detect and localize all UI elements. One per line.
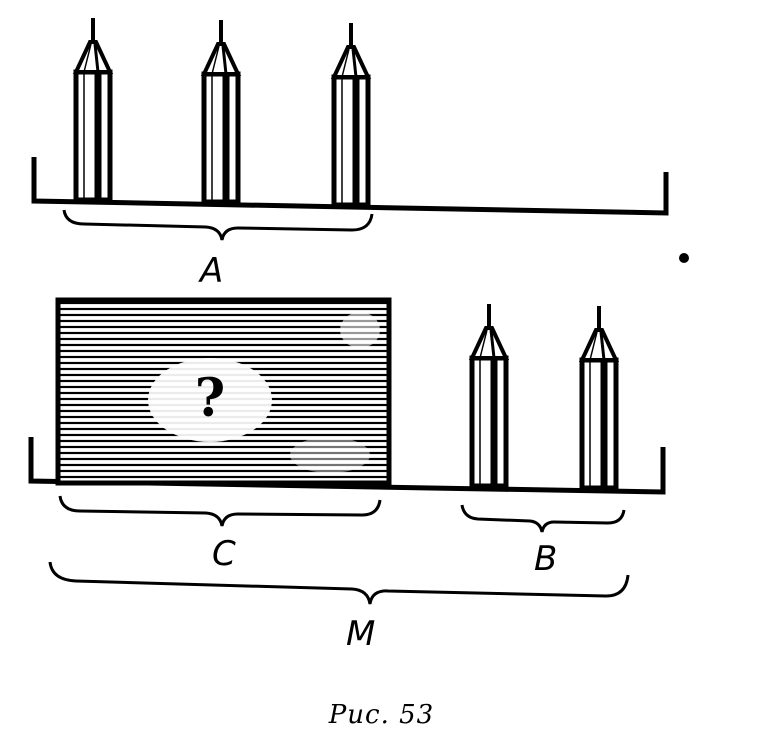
bottom-pencil-2 (582, 306, 616, 488)
unknown-mark: ? (195, 368, 225, 429)
label-b: B (534, 539, 557, 579)
hidden-box: ? (55, 297, 392, 486)
brace-m (48, 561, 630, 605)
figure-caption: Рис. 53 (328, 700, 435, 730)
brace-b (460, 504, 626, 533)
label-c: C (212, 534, 236, 574)
brace-a (62, 209, 374, 241)
brace-c (58, 495, 382, 527)
label-a: A (198, 251, 223, 291)
label-m: M (346, 614, 375, 654)
top-pencil-2 (204, 20, 238, 202)
bottom-shelf (28, 437, 666, 495)
top-pencil-3 (334, 23, 368, 205)
bottom-pencil-1 (472, 304, 506, 486)
ink-spot (679, 253, 689, 263)
top-pencil-1 (76, 18, 110, 200)
